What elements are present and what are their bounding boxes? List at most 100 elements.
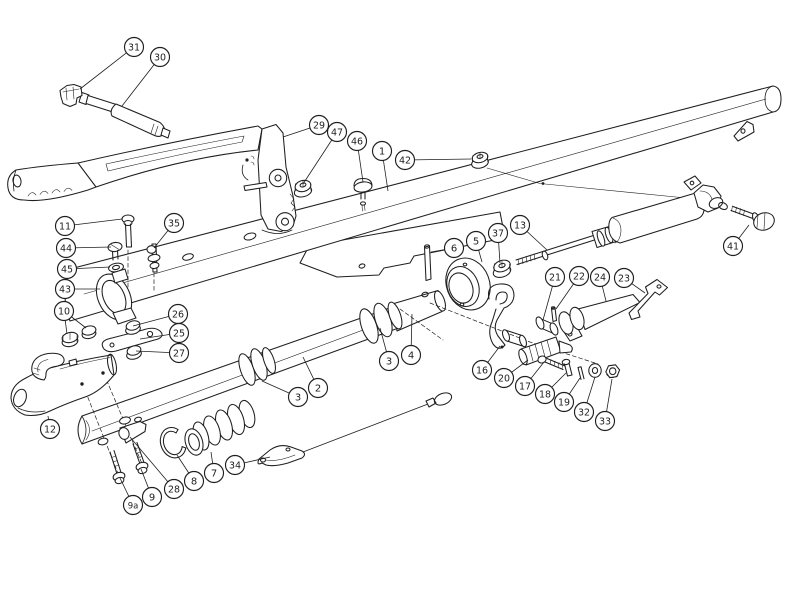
part-inner-tube xyxy=(77,289,446,445)
callout-number: 8 xyxy=(191,476,197,487)
callout-number: 23 xyxy=(618,273,630,284)
part-dome-cap-46 xyxy=(353,177,373,212)
part-cover-plate xyxy=(299,211,506,278)
callout-circle xyxy=(183,470,205,492)
callout-47: 47 xyxy=(302,121,348,185)
leader-line xyxy=(121,56,161,107)
part-clamp-ring xyxy=(95,268,137,325)
callout-circle xyxy=(553,391,575,413)
callout-circle xyxy=(589,266,611,288)
part-hook-16 xyxy=(487,283,528,349)
callout-circle xyxy=(326,121,348,143)
callout-number: 31 xyxy=(128,42,140,53)
part-pin-6 xyxy=(423,244,432,282)
callout-circle xyxy=(163,212,185,234)
callout-7: 7 xyxy=(203,451,225,484)
part-nut-37 xyxy=(492,259,512,278)
callout-circle xyxy=(123,36,145,58)
callout-25: 25 xyxy=(139,322,190,344)
callout-circle xyxy=(224,454,246,476)
callout-number: 3 xyxy=(386,356,392,367)
part-fasteners-left xyxy=(107,214,161,273)
callout-number: 16 xyxy=(476,365,488,376)
lever-grip xyxy=(7,162,97,202)
callout-9a: 9a xyxy=(119,477,144,516)
callout-number: 12 xyxy=(44,424,56,435)
callout-number: 28 xyxy=(168,484,180,495)
callout-number: 45 xyxy=(61,264,73,275)
callout-27: 27 xyxy=(135,342,190,364)
callout-number: 47 xyxy=(331,127,343,138)
callout-number: 25 xyxy=(173,328,185,339)
callout-number: 9 xyxy=(149,492,155,503)
callout-10: 10 xyxy=(53,300,87,335)
part-shock-absorber xyxy=(515,175,728,266)
callout-circle xyxy=(573,401,595,423)
callout-number: 26 xyxy=(172,309,184,320)
callout-circle xyxy=(168,342,190,364)
part-circlip xyxy=(159,427,187,459)
callout-46: 46 xyxy=(346,130,368,183)
callout-20: 20 xyxy=(493,359,529,389)
callout-circle xyxy=(149,46,171,68)
callout-circle xyxy=(307,377,329,399)
callout-9: 9 xyxy=(140,468,163,508)
callout-number: 9a xyxy=(128,501,139,511)
callout-29: 29 xyxy=(282,114,330,138)
callout-number: 30 xyxy=(154,52,166,63)
nut-on-axis xyxy=(119,416,131,425)
callout-number: 21 xyxy=(549,272,561,283)
callout-circle xyxy=(122,494,144,516)
callout-number: 20 xyxy=(498,373,510,384)
callout-13: 13 xyxy=(509,214,548,251)
callout-circle xyxy=(308,114,330,136)
callout-1: 1 xyxy=(371,140,393,192)
callout-number: 7 xyxy=(211,468,217,479)
drawing-layer xyxy=(7,83,782,485)
callout-circle xyxy=(509,214,531,236)
part-breakaway-cable xyxy=(257,392,453,467)
callout-circle xyxy=(141,486,163,508)
callout-23: 23 xyxy=(613,267,646,294)
callout-41: 41 xyxy=(722,224,750,257)
callout-number: 32 xyxy=(578,407,590,418)
alignment-lines xyxy=(82,249,599,477)
callout-43: 43 xyxy=(54,278,100,300)
callout-number: 41 xyxy=(727,241,739,252)
callout-circle xyxy=(54,215,76,237)
callout-3: 3 xyxy=(261,380,309,408)
callout-6: 6 xyxy=(430,237,465,259)
callout-42: 42 xyxy=(394,149,472,171)
part-lever-arm-24 xyxy=(558,293,641,342)
callout-11: 11 xyxy=(54,215,123,237)
callout-number: 17 xyxy=(519,381,531,392)
callout-circle xyxy=(493,367,515,389)
callout-30: 30 xyxy=(121,46,171,107)
callout-31: 31 xyxy=(79,36,145,90)
callout-circle xyxy=(471,359,493,381)
callout-21: 21 xyxy=(542,266,566,321)
callout-number: 43 xyxy=(59,284,71,295)
leader-line xyxy=(129,436,175,490)
callout-circle xyxy=(394,149,416,171)
leader-line xyxy=(79,46,135,90)
part-small-fasteners xyxy=(535,306,621,381)
callout-3: 3 xyxy=(378,327,400,372)
callout-circle xyxy=(55,237,77,259)
callout-circle xyxy=(487,222,509,244)
callout-number: 19 xyxy=(558,397,570,408)
callout-circle xyxy=(544,266,566,288)
callout-circle xyxy=(443,237,465,259)
callout-number: 10 xyxy=(58,306,70,317)
callout-number: 35 xyxy=(168,218,180,229)
callout-19: 19 xyxy=(553,377,581,413)
callout-circle xyxy=(613,267,635,289)
callout-circle xyxy=(514,375,536,397)
callout-number: 24 xyxy=(594,272,606,283)
callout-number: 44 xyxy=(60,243,72,254)
part-nuts-and-pawl xyxy=(61,320,163,360)
callout-circle xyxy=(346,130,368,152)
part-gas-strut xyxy=(78,91,171,139)
